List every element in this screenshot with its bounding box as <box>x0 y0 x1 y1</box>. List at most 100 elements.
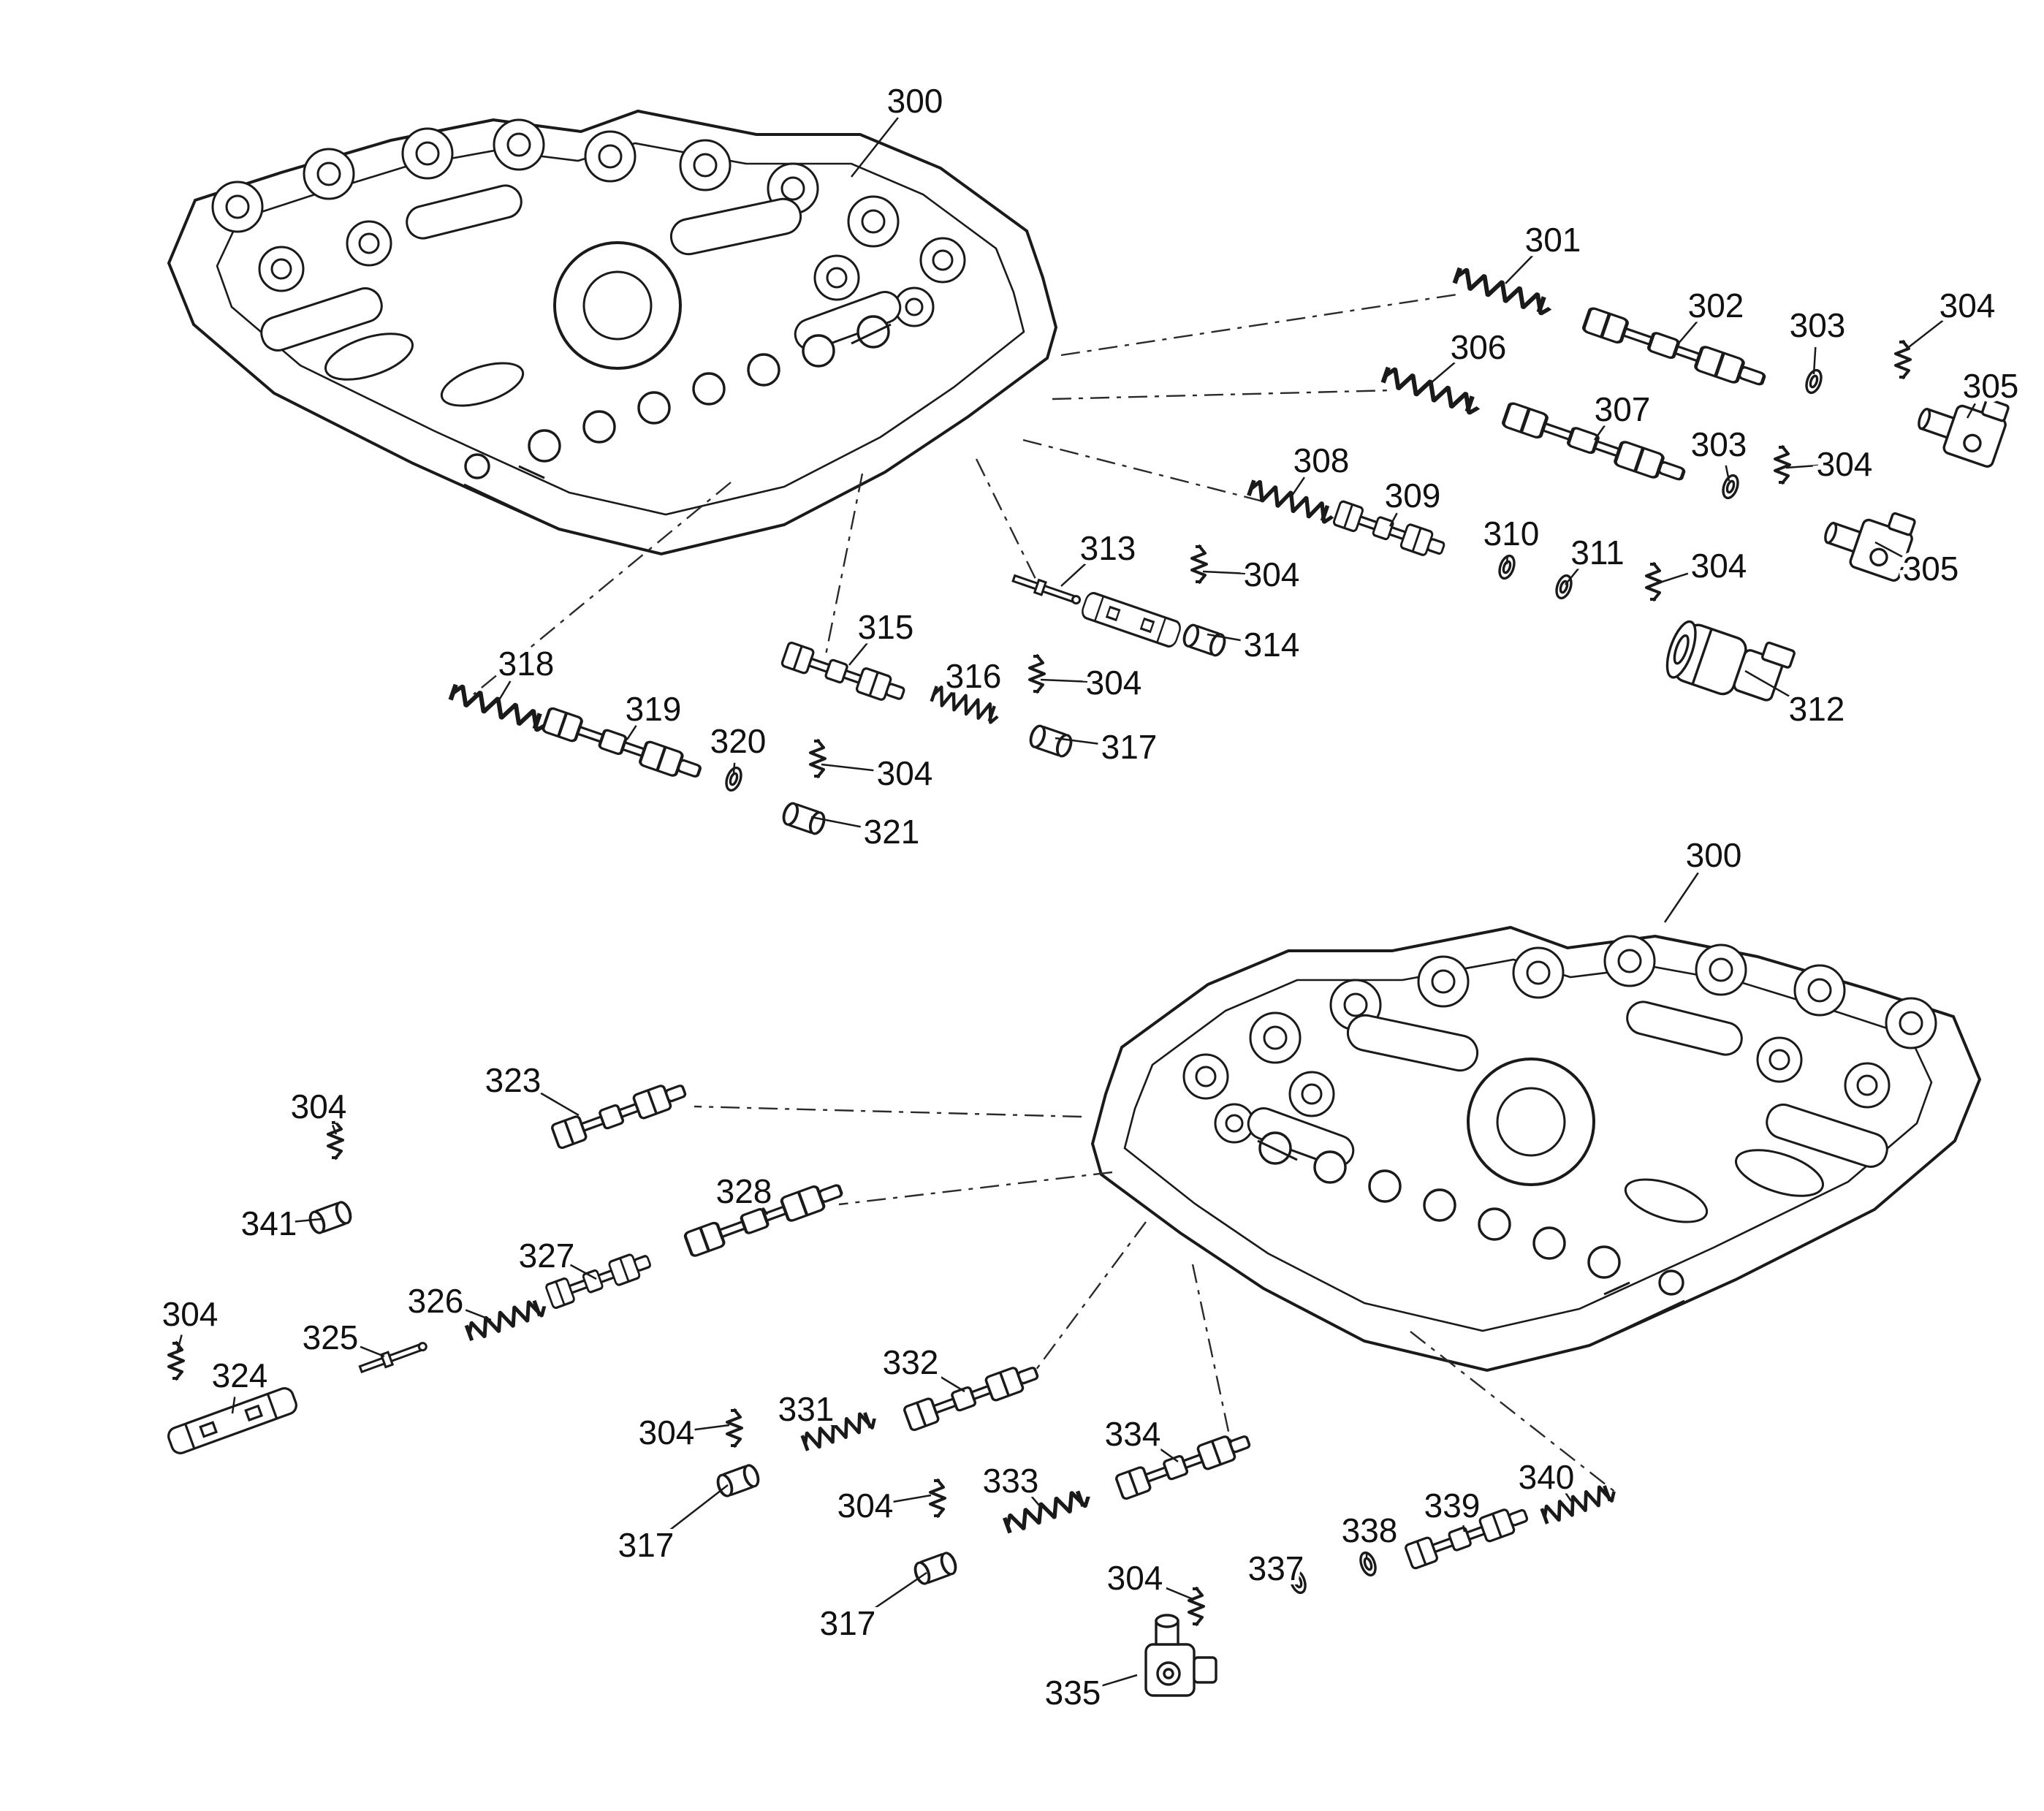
callout-307: 307 <box>1595 390 1651 428</box>
clip-304 <box>1774 444 1791 485</box>
callout-335: 335 <box>1045 1674 1101 1712</box>
callout-303: 303 <box>1790 306 1846 344</box>
leader-line-303 <box>1812 346 1817 375</box>
leader-line-304 <box>1159 1584 1193 1601</box>
callout-310: 310 <box>1483 515 1540 553</box>
callout-320: 320 <box>710 722 767 760</box>
clip-304 <box>1028 653 1046 694</box>
callout-303: 303 <box>1691 425 1747 463</box>
callout-324: 324 <box>212 1356 268 1394</box>
valve-body-lower <box>1091 926 1981 1372</box>
callout-332: 332 <box>883 1343 939 1381</box>
leader-line-314 <box>1207 633 1246 642</box>
leader-line-304 <box>175 1334 183 1354</box>
leader-line-324 <box>231 1397 236 1414</box>
solenoid-335 <box>1144 1614 1217 1697</box>
spring-318 <box>450 684 549 732</box>
leader-line-313 <box>1060 561 1088 587</box>
callout-317: 317 <box>1101 728 1158 766</box>
callout-300: 300 <box>1686 836 1742 874</box>
spring-308 <box>1248 479 1335 524</box>
bore-axis-line <box>975 458 1038 581</box>
washer-338 <box>1356 1549 1380 1579</box>
callout-304: 304 <box>162 1295 219 1333</box>
callout-301: 301 <box>1525 221 1581 259</box>
valve-body-upper <box>167 110 1057 555</box>
callout-333: 333 <box>983 1462 1039 1500</box>
bore-axis-line <box>1060 292 1462 357</box>
callout-304: 304 <box>639 1413 695 1451</box>
sleeve-313 <box>1079 590 1184 650</box>
leader-line-327 <box>569 1264 597 1280</box>
bore-axis-line <box>1052 389 1394 400</box>
bore-axis-line <box>838 1171 1113 1206</box>
leader-line-319 <box>626 725 637 740</box>
callout-325: 325 <box>303 1318 359 1356</box>
leader-line-311 <box>1565 567 1580 585</box>
plug-317 <box>1027 722 1075 760</box>
callout-306: 306 <box>1451 328 1507 366</box>
callout-304: 304 <box>1691 547 1747 585</box>
callout-339: 339 <box>1424 1487 1481 1525</box>
callout-304: 304 <box>1086 664 1142 702</box>
leader-line-304 <box>1652 571 1694 586</box>
callout-305: 305 <box>1903 550 1959 588</box>
spring-306 <box>1383 367 1481 415</box>
plug-341 <box>306 1199 354 1237</box>
leader-line-300 <box>1663 872 1699 923</box>
leader-line-304 <box>1040 678 1088 683</box>
leader-line-328 <box>761 1206 769 1215</box>
leader-line-304 <box>1785 464 1819 469</box>
leader-line-305 <box>1874 541 1908 561</box>
pin-325 <box>357 1337 430 1377</box>
spring-301 <box>1454 267 1553 316</box>
valve-323 <box>550 1077 690 1150</box>
callout-326: 326 <box>408 1282 464 1320</box>
clip-304 <box>1188 1586 1205 1627</box>
leader-line-341 <box>295 1218 322 1223</box>
callout-328: 328 <box>716 1172 772 1210</box>
sleeve-324 <box>164 1384 300 1457</box>
callout-304: 304 <box>1244 555 1300 593</box>
clip-304 <box>929 1478 946 1519</box>
leader-line-306 <box>1430 360 1459 384</box>
callout-311: 311 <box>1570 534 1624 572</box>
leader-line-312 <box>1744 669 1794 700</box>
callout-leaders <box>175 117 1976 1688</box>
callout-304: 304 <box>1939 286 1996 324</box>
spring-326 <box>466 1297 547 1341</box>
bore-axis-line <box>1022 438 1269 504</box>
callout-312: 312 <box>1789 690 1845 728</box>
callout-341: 341 <box>241 1204 297 1242</box>
leader-line-304 <box>821 763 879 772</box>
leader-line-317 <box>1055 737 1103 745</box>
callout-317: 317 <box>820 1604 876 1642</box>
callout-304: 304 <box>877 754 933 792</box>
clip-304 <box>1190 544 1208 585</box>
callout-318: 318 <box>498 645 555 683</box>
leader-line-304 <box>1905 317 1947 350</box>
leader-line-326 <box>460 1307 492 1321</box>
leader-line-318 <box>498 680 512 699</box>
callout-305: 305 <box>1963 367 2019 405</box>
leader-line-317 <box>869 1571 927 1612</box>
leader-line-334 <box>1154 1444 1179 1463</box>
leader-line-335 <box>1098 1674 1138 1688</box>
callout-304: 304 <box>291 1087 347 1125</box>
leader-line-303 <box>1725 465 1730 482</box>
callout-327: 327 <box>519 1237 575 1275</box>
plug-317 <box>911 1549 960 1587</box>
callout-337: 337 <box>1248 1549 1304 1587</box>
bore-axis-line <box>473 482 732 695</box>
callout-331: 331 <box>778 1390 835 1428</box>
leader-line-332 <box>933 1372 965 1393</box>
leader-line-301 <box>1505 254 1535 284</box>
callout-304: 304 <box>1817 445 1873 483</box>
clip-304 <box>1894 339 1912 380</box>
bore-axis-line <box>1027 1221 1147 1382</box>
leader-line-339 <box>1462 1525 1466 1533</box>
solenoid-312 <box>1660 611 1796 714</box>
callout-labels: 3003013023033043053063073033043053083093… <box>158 77 2024 1716</box>
leader-line-308 <box>1291 477 1305 496</box>
